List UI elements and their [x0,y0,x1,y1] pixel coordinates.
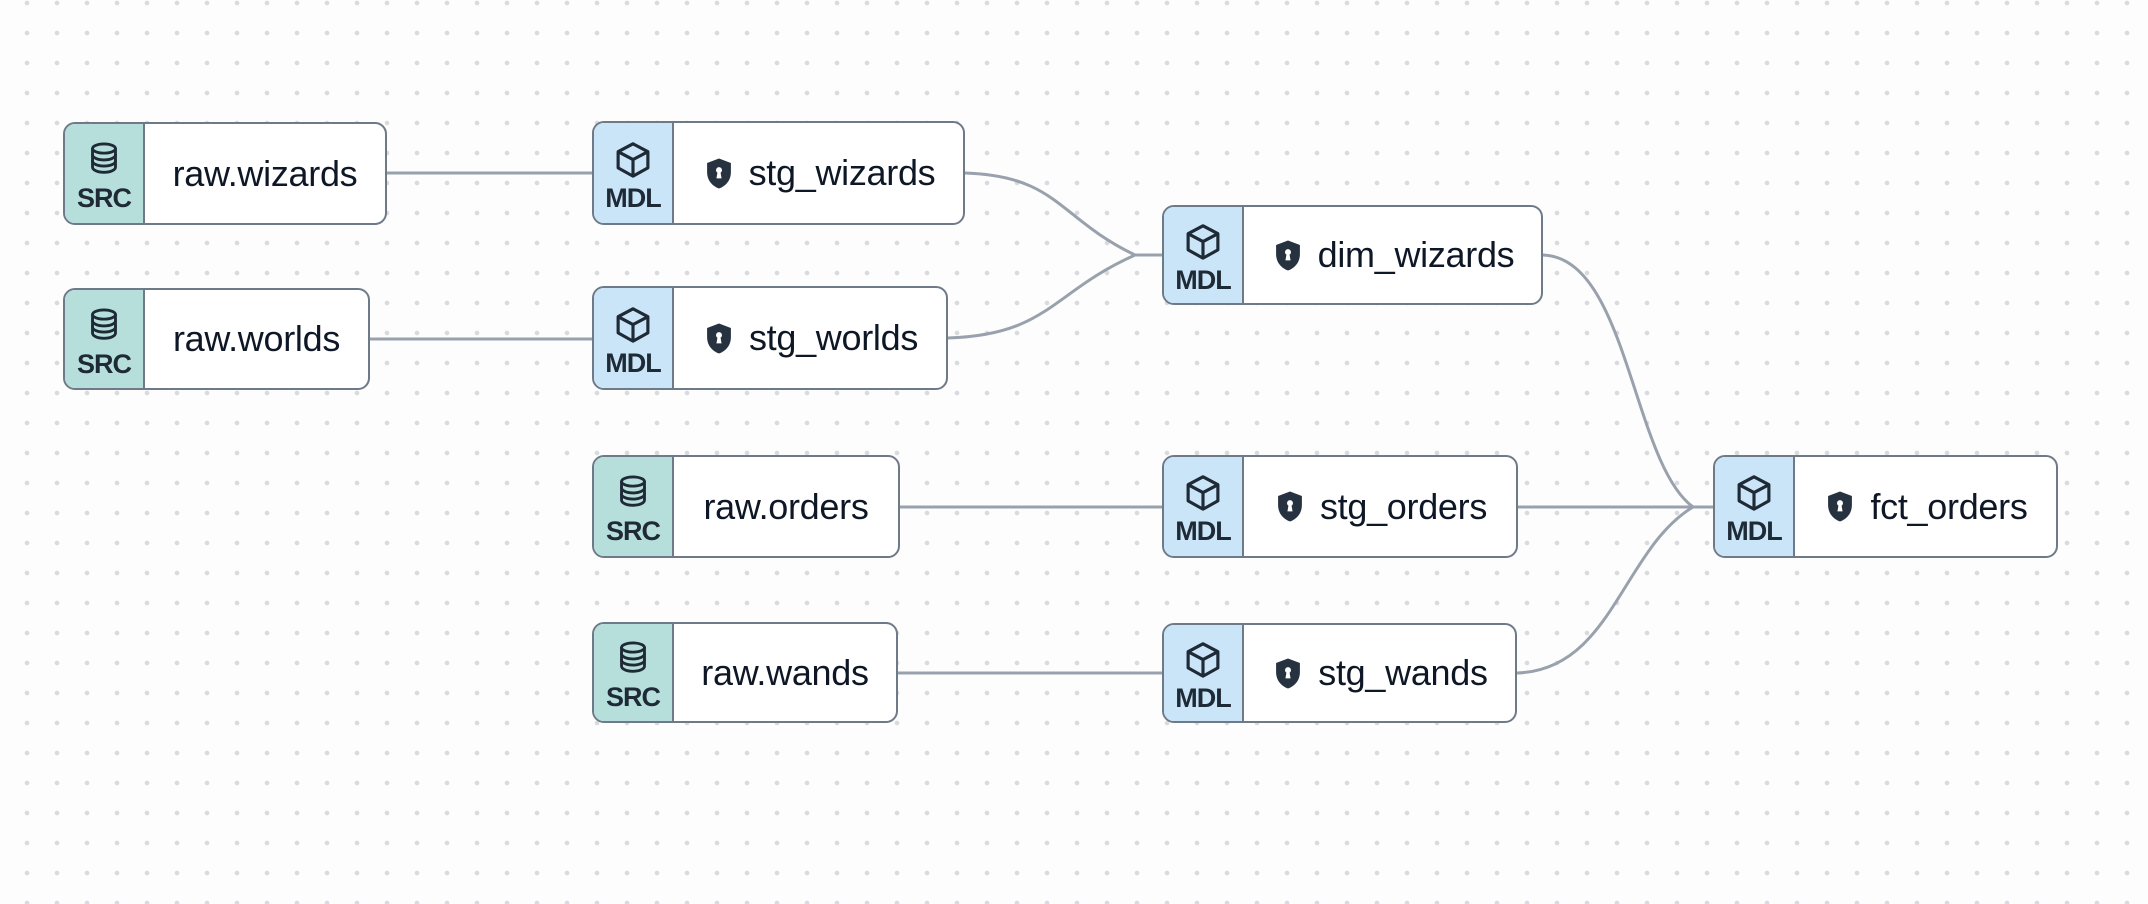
node-label: stg_worlds [748,317,919,358]
node-type-label: MDL [605,347,661,378]
cube-icon [1733,472,1775,514]
edge-stg_wands-to-fct_orders [1515,505,1695,675]
node-label: stg_wands [1318,652,1488,693]
node-type-label: MDL [605,182,661,213]
node-type-label: SRC [605,516,661,546]
node-body: raw.worlds [145,290,368,388]
node-label: raw.worlds [172,318,341,359]
node-badge: MDL [1715,457,1795,556]
database-icon [614,638,652,680]
node-body: stg_worlds [674,288,946,388]
cube-icon [1182,639,1224,681]
node-badge: SRC [65,124,145,223]
database-icon [85,139,123,181]
node-type-label: SRC [605,682,661,712]
node-body: raw.wands [674,624,896,721]
node-label: raw.wands [701,651,869,693]
node-badge: SRC [594,624,674,721]
edge-stg_worlds-to-dim_wizards [946,253,1137,340]
node-label: stg_wizards [748,152,936,193]
shield-lock-icon [702,319,736,358]
node-badge: SRC [65,290,145,388]
shield-lock-icon [1273,487,1307,526]
node-raw_wizards[interactable]: SRC raw.wizards [63,122,387,225]
cube-icon [1182,472,1224,514]
node-badge: MDL [1164,457,1244,556]
node-label: raw.orders [703,485,869,527]
database-icon [85,305,123,347]
cube-icon [1182,221,1224,263]
node-label: raw.wizards [172,152,358,194]
node-type-label: SRC [76,348,132,379]
cube-icon [612,139,654,181]
node-type-label: SRC [76,183,132,213]
node-type-label: MDL [1175,264,1231,295]
shield-lock-icon [1823,487,1857,526]
node-stg_worlds[interactable]: MDL stg_worlds [592,286,948,390]
shield-lock-icon [1271,236,1305,275]
node-type-label: MDL [1175,516,1231,546]
node-label: fct_orders [1870,485,2028,527]
shield-lock-icon [1271,654,1305,693]
edge-dim_wizards-to-fct_orders [1541,253,1715,509]
node-stg_orders[interactable]: MDL stg_orders [1162,455,1518,558]
node-badge: MDL [594,288,674,388]
node-body: dim_wizards [1244,207,1541,303]
node-body: stg_wizards [674,123,963,223]
shield-lock-icon [702,154,736,193]
node-stg_wands[interactable]: MDL stg_wands [1162,623,1517,723]
node-label: stg_orders [1319,485,1488,527]
node-type-label: MDL [1175,682,1231,713]
node-stg_wizards[interactable]: MDL stg_wizards [592,121,965,225]
node-body: raw.orders [674,457,898,556]
node-body: fct_orders [1795,457,2056,556]
node-raw_worlds[interactable]: SRC raw.worlds [63,288,370,390]
database-icon [614,472,652,514]
node-fct_orders[interactable]: MDL fct_orders [1713,455,2058,558]
node-badge: MDL [594,123,674,223]
node-body: stg_wands [1244,625,1515,721]
node-raw_orders[interactable]: SRC raw.orders [592,455,900,558]
node-badge: MDL [1164,207,1244,303]
node-badge: SRC [594,457,674,556]
node-dim_wizards[interactable]: MDL dim_wizards [1162,205,1543,305]
node-label: dim_wizards [1317,234,1515,275]
node-badge: MDL [1164,625,1244,721]
node-raw_wands[interactable]: SRC raw.wands [592,622,898,723]
cube-icon [612,304,654,346]
node-body: stg_orders [1244,457,1516,556]
edge-stg_wizards-to-dim_wizards [963,171,1164,257]
node-type-label: MDL [1726,516,1782,546]
node-body: raw.wizards [145,124,385,223]
